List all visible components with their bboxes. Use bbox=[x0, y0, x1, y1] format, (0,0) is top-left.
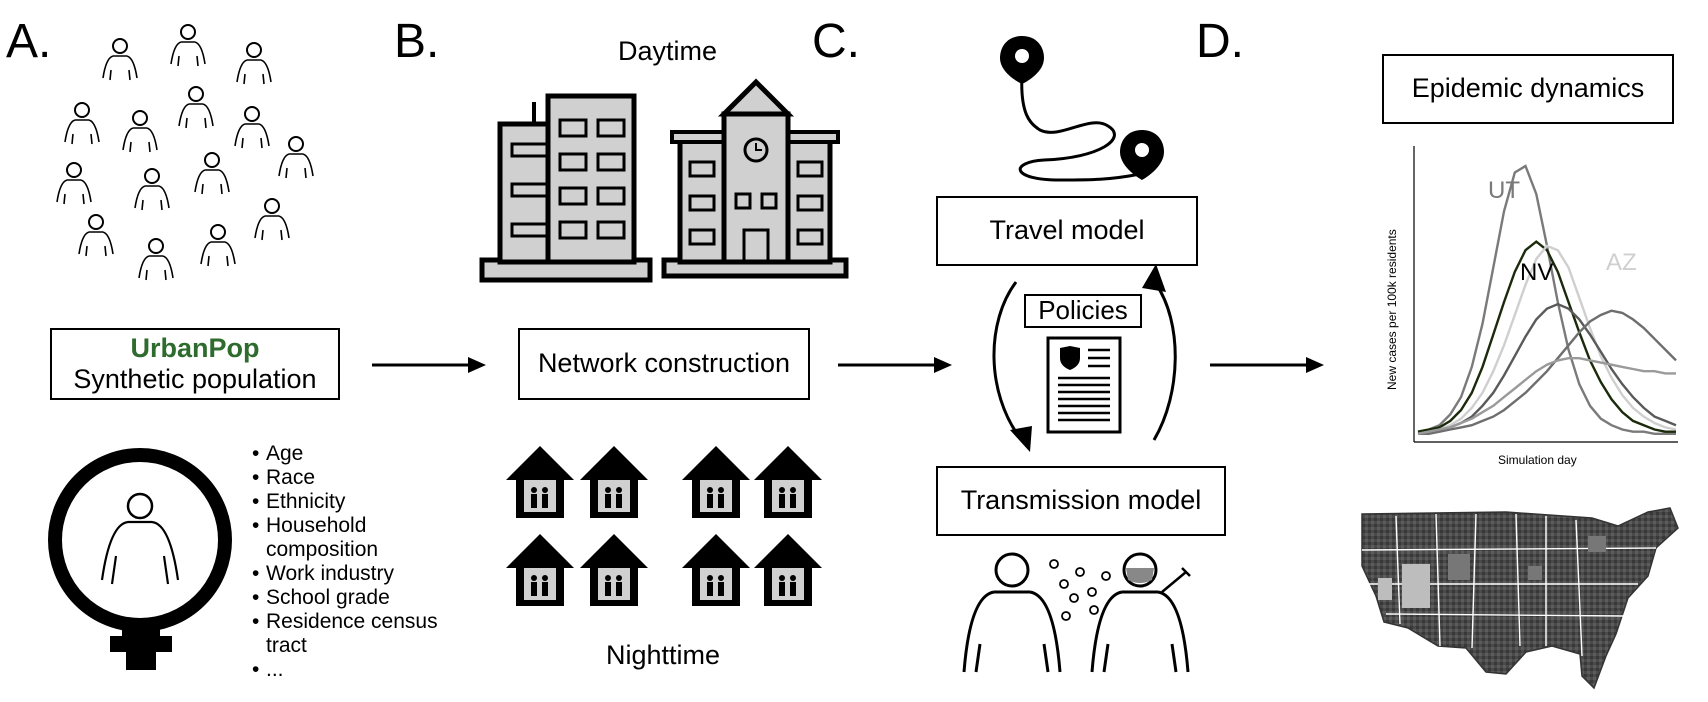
series-line-5 bbox=[1417, 357, 1676, 435]
epidemic-chart: New cases per 100k residents Simulation … bbox=[1385, 146, 1678, 467]
panel-label-b: B. bbox=[394, 15, 440, 68]
cycle-arrows-icon bbox=[992, 264, 1177, 452]
transmission-model-box: Transmission model bbox=[936, 466, 1226, 536]
us-county-map bbox=[1361, 507, 1679, 690]
chart-ylabel: New cases per 100k residents bbox=[1385, 229, 1399, 390]
list-item: •Residence census tract bbox=[252, 610, 438, 657]
series-line-0 bbox=[1417, 164, 1676, 435]
nighttime-label: Nighttime bbox=[606, 640, 721, 670]
population-box: UrbanPop Synthetic population bbox=[50, 328, 340, 400]
list-item: •... bbox=[252, 658, 284, 681]
arrow-a-to-b-icon bbox=[372, 357, 486, 373]
arrow-b-to-c-icon bbox=[838, 357, 952, 373]
series-line-2 bbox=[1417, 244, 1677, 435]
series-line-1 bbox=[1417, 240, 1676, 433]
chart-xlabel: Simulation day bbox=[1498, 453, 1577, 467]
transmission-people-icon bbox=[962, 552, 1191, 673]
label-az: AZ bbox=[1606, 249, 1637, 276]
panel-label-c: C. bbox=[812, 15, 860, 68]
policies-box: Policies bbox=[1024, 294, 1142, 328]
panel-label-a: A. bbox=[6, 15, 52, 68]
network-construction-box: Network construction bbox=[518, 328, 810, 400]
label-ut: UT bbox=[1488, 177, 1520, 204]
nighttime-houses-icon bbox=[506, 446, 822, 606]
attribute-list: •Age •Race •Ethnicity •Household composi… bbox=[252, 442, 482, 682]
arrow-c-to-d-icon bbox=[1210, 357, 1324, 373]
list-item: •Work industry bbox=[252, 562, 394, 585]
epidemic-dynamics-box: Epidemic dynamics bbox=[1382, 54, 1674, 124]
list-item: •School grade bbox=[252, 586, 390, 609]
panel-label-d: D. bbox=[1196, 15, 1244, 68]
population-title: Synthetic population bbox=[73, 364, 317, 394]
urbanpop-brand: UrbanPop bbox=[130, 332, 260, 363]
series-line-4 bbox=[1418, 309, 1677, 435]
list-item: •Household composition bbox=[252, 514, 379, 561]
magnifier-person-icon bbox=[48, 448, 232, 670]
daytime-buildings-icon bbox=[479, 78, 849, 283]
travel-model-box: Travel model bbox=[936, 196, 1198, 266]
list-item: •Race bbox=[252, 466, 316, 489]
daytime-label: Daytime bbox=[618, 36, 718, 66]
list-item: •Ethnicity bbox=[252, 490, 346, 513]
label-nv: NV bbox=[1520, 259, 1553, 286]
list-item: •Age bbox=[252, 442, 304, 465]
policy-document-icon bbox=[1046, 336, 1122, 434]
population-crowd bbox=[56, 24, 314, 281]
route-pin-icon bbox=[1000, 36, 1164, 182]
